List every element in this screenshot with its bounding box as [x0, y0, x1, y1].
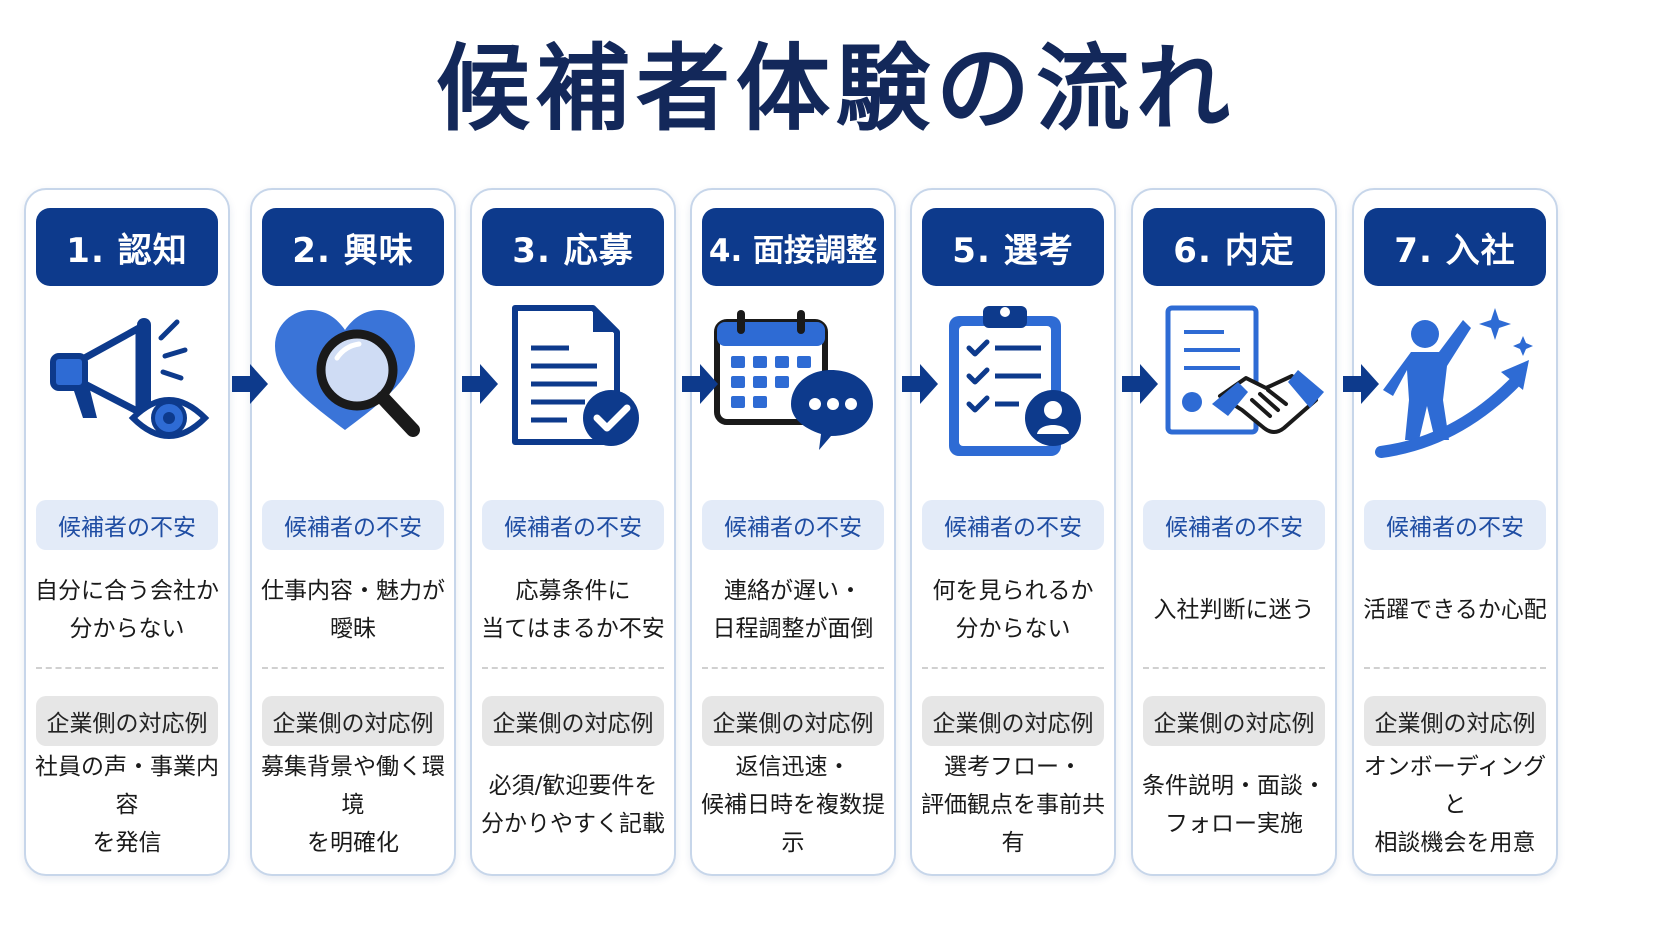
action-label: 企業側の対応例 [1364, 696, 1546, 746]
megaphone-eye-icon [39, 300, 219, 470]
step-title: 5. 選考 [922, 208, 1104, 286]
step-card-interview-scheduling: 4. 面接調整 候補者の不安 連絡が遅い・ 日 [690, 188, 896, 876]
arrow-right-icon [1341, 362, 1381, 406]
worry-label: 候補者の不安 [922, 500, 1104, 550]
step-title: 3. 応募 [482, 208, 664, 286]
action-text: 選考フロー・ 評価観点を事前共有 [921, 754, 1105, 856]
worry-text: 活躍できるか心配 [1363, 597, 1547, 623]
arrow-right-icon [460, 362, 500, 406]
clipboard-checklist-icon [925, 300, 1105, 470]
divider [1143, 667, 1325, 669]
step-card-interest: 2. 興味 候補者の不安 仕事内容・魅力が 曖昧 企業側の対応例 募集背景や働く… [250, 188, 456, 876]
divider [262, 667, 444, 669]
action-text: 募集背景や働く環境 を明確化 [261, 754, 445, 856]
page-title: 候補者体験の流れ [435, 35, 1236, 144]
step-title: 1. 認知 [36, 208, 218, 286]
worry-text: 仕事内容・魅力が 曖昧 [261, 578, 445, 642]
divider [36, 667, 218, 669]
document-check-icon [485, 300, 665, 470]
divider [922, 667, 1104, 669]
worry-text: 自分に合う会社か 分からない [35, 578, 219, 642]
action-label: 企業側の対応例 [482, 696, 664, 746]
arrow-right-icon [900, 362, 940, 406]
heart-magnifier-icon [265, 300, 445, 470]
worry-text: 応募条件に 当てはまるか不安 [481, 578, 665, 642]
worry-text: 入社判断に迷う [1153, 597, 1315, 623]
step-card-selection: 5. 選考 候補者の不安 何を見られるか 分からない 企業側の対応例 選考フ [910, 188, 1116, 876]
worry-label: 候補者の不安 [1143, 500, 1325, 550]
divider [1364, 667, 1546, 669]
step-title: 7. 入社 [1364, 208, 1546, 286]
arrow-right-icon [1120, 362, 1160, 406]
action-text: オンボーディングと 相談機会を用意 [1363, 754, 1547, 856]
step-card-awareness: 1. 認知 候補者の不安 自分に合う会社か 分からない 企業側の対応例 社員の声… [24, 188, 230, 876]
person-growth-icon [1367, 300, 1547, 470]
arrow-right-icon [680, 362, 720, 406]
action-text: 必須/歓迎要件を 分かりやすく記載 [481, 773, 665, 837]
worry-text: 連絡が遅い・ 日程調整が面倒 [712, 578, 874, 642]
step-title: 6. 内定 [1143, 208, 1325, 286]
worry-label: 候補者の不安 [482, 500, 664, 550]
step-card-application: 3. 応募 候補者の不安 応募条件に 当てはまるか不安 企業側の対応例 必須/歓… [470, 188, 676, 876]
calendar-chat-icon [705, 300, 885, 470]
divider [702, 667, 884, 669]
step-title: 4. 面接調整 [702, 208, 884, 286]
worry-label: 候補者の不安 [262, 500, 444, 550]
step-card-joining: 7. 入社 候補者の不安 活躍できるか心配 企業側の対応例 オンボーディングと … [1352, 188, 1558, 876]
action-text: 返信迅速・ 候補日時を複数提示 [701, 754, 885, 856]
divider [482, 667, 664, 669]
step-card-offer: 6. 内定 候補者の不安 入社判断に迷う 企業側の対応例 条件説明・面談・ フォ… [1131, 188, 1337, 876]
worry-label: 候補者の不安 [36, 500, 218, 550]
action-text: 社員の声・事業内容 を発信 [35, 754, 219, 856]
worry-label: 候補者の不安 [1364, 500, 1546, 550]
action-label: 企業側の対応例 [922, 696, 1104, 746]
action-text: 条件説明・面談・ フォロー実施 [1142, 773, 1326, 837]
action-label: 企業側の対応例 [702, 696, 884, 746]
worry-text: 何を見られるか 分からない [932, 578, 1094, 642]
arrow-right-icon [230, 362, 270, 406]
contract-handshake-icon [1146, 300, 1326, 470]
action-label: 企業側の対応例 [36, 696, 218, 746]
worry-label: 候補者の不安 [702, 500, 884, 550]
action-label: 企業側の対応例 [262, 696, 444, 746]
step-title: 2. 興味 [262, 208, 444, 286]
action-label: 企業側の対応例 [1143, 696, 1325, 746]
